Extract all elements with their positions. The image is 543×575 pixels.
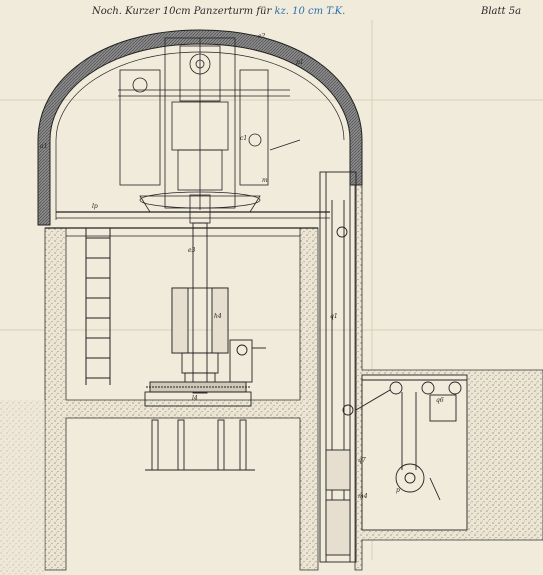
access-ladder [85, 228, 111, 385]
label-p: p [396, 487, 400, 494]
label-q7: q7 [358, 457, 366, 464]
turret-platform [45, 211, 330, 237]
sheet-title: Noch. Kurzer 10cm Panzerturm für kz. 10 … [92, 6, 345, 17]
label-c1: c1 [240, 135, 247, 142]
title-highlight: kz. 10 cm T.K. [274, 6, 346, 17]
label-e3: e3 [188, 247, 196, 254]
hoist-shaft [319, 171, 357, 563]
label-a1: a1 [40, 143, 47, 150]
label-m4: m4 [358, 493, 368, 500]
label-lp: lp [92, 203, 98, 210]
label-q6: q6 [436, 397, 444, 404]
label-l4: l4 [192, 395, 198, 402]
gun-mechanism [118, 37, 301, 224]
winch-room [355, 374, 468, 531]
part-labels: e2 p1 a1 c1 m lp e3 h4 q1 l4 q7 m4 q6 p [40, 33, 444, 500]
central-shaft [171, 222, 229, 394]
label-h4: h4 [214, 313, 222, 320]
title-text: Noch. Kurzer 10cm Panzerturm für [92, 6, 272, 17]
label-p1: p1 [296, 59, 304, 66]
base-gear [144, 339, 266, 471]
label-q1: q1 [330, 313, 338, 320]
label-e2: e2 [258, 33, 266, 40]
page-number: Blatt 5a [481, 6, 522, 17]
label-m: m [262, 177, 268, 184]
